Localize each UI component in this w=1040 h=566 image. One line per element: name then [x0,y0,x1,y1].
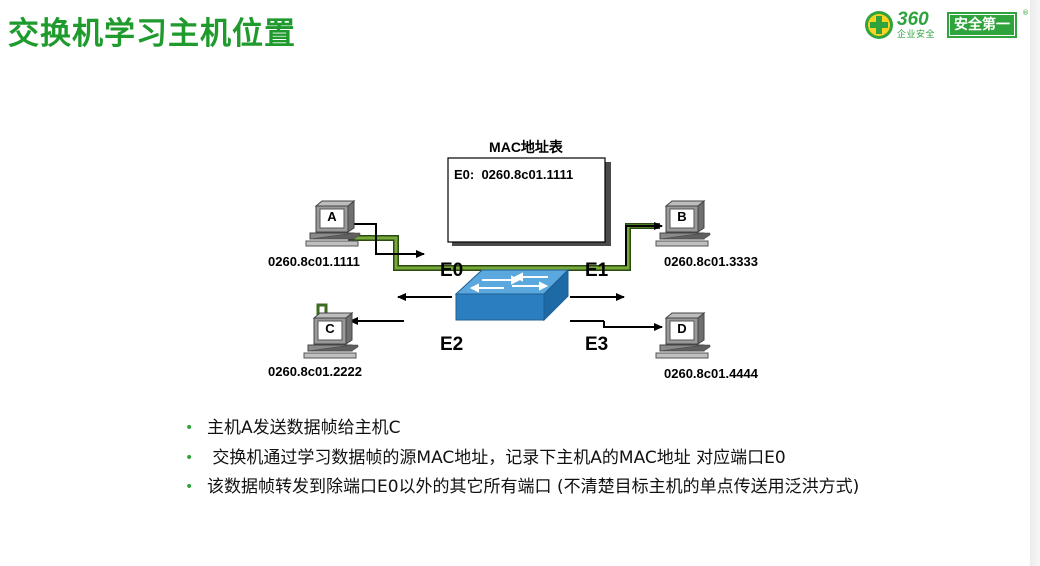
slide-title: 交换机学习主机位置 [8,16,296,52]
host-b-label: B [677,209,686,224]
company-logo: 360 企业安全 安全第一 ® [864,9,1030,43]
mac-table-title: MAC地址表 [489,139,564,155]
logo-number: 360 [897,9,929,30]
port-label-e0: E0 [440,260,463,281]
frame-arrows [348,222,663,331]
host-a: A 0260.8c01.1111 [268,200,361,269]
bullet-text: 主机A发送数据帧给主机C [207,418,401,438]
logo-subtitle: 企业安全 [897,30,936,40]
port-label-e3: E3 [585,334,608,355]
host-b-mac: 0260.8c01.3333 [664,254,758,269]
bullet-icon: • [185,449,194,466]
link-cables [348,223,660,271]
slide-edge [1030,0,1040,566]
logo-slogan: 安全第一 [947,12,1017,38]
list-item: • 交换机通过学习数据帧的源MAC地址，记录下主机A的MAC地址 对应端口E0 [183,448,883,470]
port-label-e1: E1 [585,260,609,281]
plus-logo-icon [865,11,893,39]
host-c-mac: 0260.8c01.2222 [268,364,362,379]
bullet-text: 该数据帧转发到除端口E0以外的其它所有端口 (不清楚目标主机的单点传送用泛洪方式… [207,477,860,497]
host-d-label: D [677,321,686,336]
host-d-mac: 0260.8c01.4444 [664,366,759,381]
list-item: • 该数据帧转发到除端口E0以外的其它所有端口 (不清楚目标主机的单点传送用泛洪… [183,477,867,499]
host-c-label: C [325,321,335,336]
bullet-icon: • [185,479,194,495]
mac-table-entry: E0: 0260.8c01.1111 [454,167,573,182]
host-a-label: A [327,209,337,224]
host-b: B 0260.8c01.3333 [655,200,758,269]
port-label-e2: E2 [440,334,463,355]
bullet-icon: • [185,420,194,436]
explanation-list: • 主机A发送数据帧给主机C • 交换机通过学习数据帧的源MAC地址，记录下主机… [183,418,883,499]
bullet-text: 交换机通过学习数据帧的源MAC地址，记录下主机A的MAC地址 对应端口E0 [207,447,786,468]
host-d: D 0260.8c01.4444 [655,312,759,381]
host-c: C 0260.8c01.2222 [268,303,362,379]
registered-mark: ® [1022,9,1029,17]
list-item: • 主机A发送数据帧给主机C [183,418,883,440]
host-a-mac: 0260.8c01.1111 [268,254,360,269]
switch-icon [454,268,570,322]
mac-table: MAC地址表 E0: 0260.8c01.1111 [447,139,611,246]
